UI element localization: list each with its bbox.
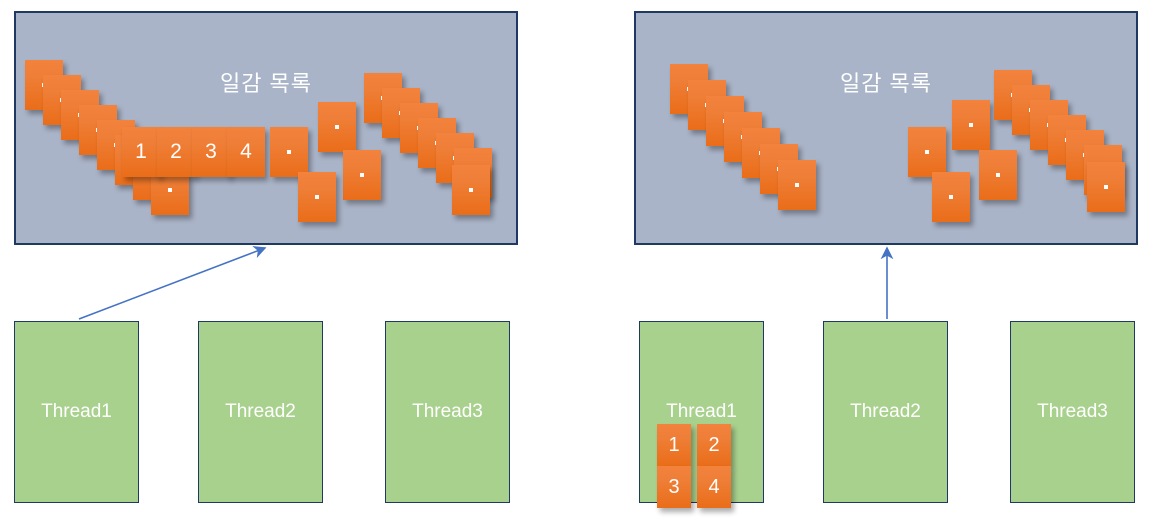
thread-work-item-label: 1 <box>668 434 680 456</box>
thread-box-thread2[interactable]: Thread2 <box>198 321 323 503</box>
work-item-dot-icon <box>1104 185 1108 189</box>
work-item-card[interactable] <box>270 127 308 177</box>
thread-work-item-card-1[interactable]: 1 <box>657 424 691 466</box>
work-item-card[interactable] <box>778 160 816 210</box>
left-queue-title: 일감 목록 <box>219 71 313 96</box>
work-item-card[interactable] <box>932 172 970 222</box>
thread-label: Thread2 <box>850 401 921 422</box>
thread-label: Thread3 <box>412 401 483 422</box>
thread-label: Thread3 <box>1037 401 1108 422</box>
work-item-dot-icon <box>969 123 973 127</box>
work-item-dot-icon <box>287 150 291 154</box>
thread-box-thread3[interactable]: Thread3 <box>385 321 510 503</box>
thread-box-thread2[interactable]: Thread2 <box>823 321 948 503</box>
work-item-card[interactable] <box>1087 162 1125 212</box>
thread-label: Thread1 <box>666 401 737 422</box>
left-thread1-to-queue-arrow <box>78 246 267 320</box>
thread-box-thread3[interactable]: Thread3 <box>1010 321 1135 503</box>
right-queue-panel: 일감 목록 <box>634 11 1138 245</box>
thread-label: Thread1 <box>41 401 112 422</box>
work-item-label: 1 <box>135 140 147 163</box>
thread-work-item-label: 4 <box>708 476 720 498</box>
thread-work-item-card-3[interactable]: 3 <box>657 466 691 508</box>
work-item-dot-icon <box>949 195 953 199</box>
thread-work-item-label: 3 <box>668 476 680 498</box>
work-item-card-3[interactable]: 3 <box>192 127 230 177</box>
right-queue-title: 일감 목록 <box>839 71 933 96</box>
work-item-card-2[interactable]: 2 <box>157 127 195 177</box>
work-item-dot-icon <box>315 195 319 199</box>
work-item-dot-icon <box>996 173 1000 177</box>
work-item-dot-icon <box>469 188 473 192</box>
thread-work-item-card-2[interactable]: 2 <box>697 424 731 466</box>
work-item-label: 2 <box>170 140 182 163</box>
work-item-label: 4 <box>240 140 252 163</box>
work-item-dot-icon <box>168 188 172 192</box>
work-item-card[interactable] <box>979 150 1017 200</box>
work-item-card[interactable] <box>343 150 381 200</box>
work-item-dot-icon <box>795 183 799 187</box>
work-item-card[interactable] <box>908 127 946 177</box>
work-item-label: 3 <box>205 140 217 163</box>
work-item-dot-icon <box>335 125 339 129</box>
thread-work-item-card-4[interactable]: 4 <box>697 466 731 508</box>
work-item-card[interactable] <box>452 165 490 215</box>
work-item-dot-icon <box>925 150 929 154</box>
work-item-card-1[interactable]: 1 <box>122 127 160 177</box>
work-item-card[interactable] <box>318 102 356 152</box>
work-item-card-4[interactable]: 4 <box>227 127 265 177</box>
work-item-dot-icon <box>360 173 364 177</box>
thread-label: Thread2 <box>225 401 296 422</box>
work-item-card[interactable] <box>298 172 336 222</box>
work-item-card[interactable] <box>952 100 990 150</box>
thread-work-item-label: 2 <box>708 434 720 456</box>
thread-box-thread1[interactable]: Thread1 <box>14 321 139 503</box>
